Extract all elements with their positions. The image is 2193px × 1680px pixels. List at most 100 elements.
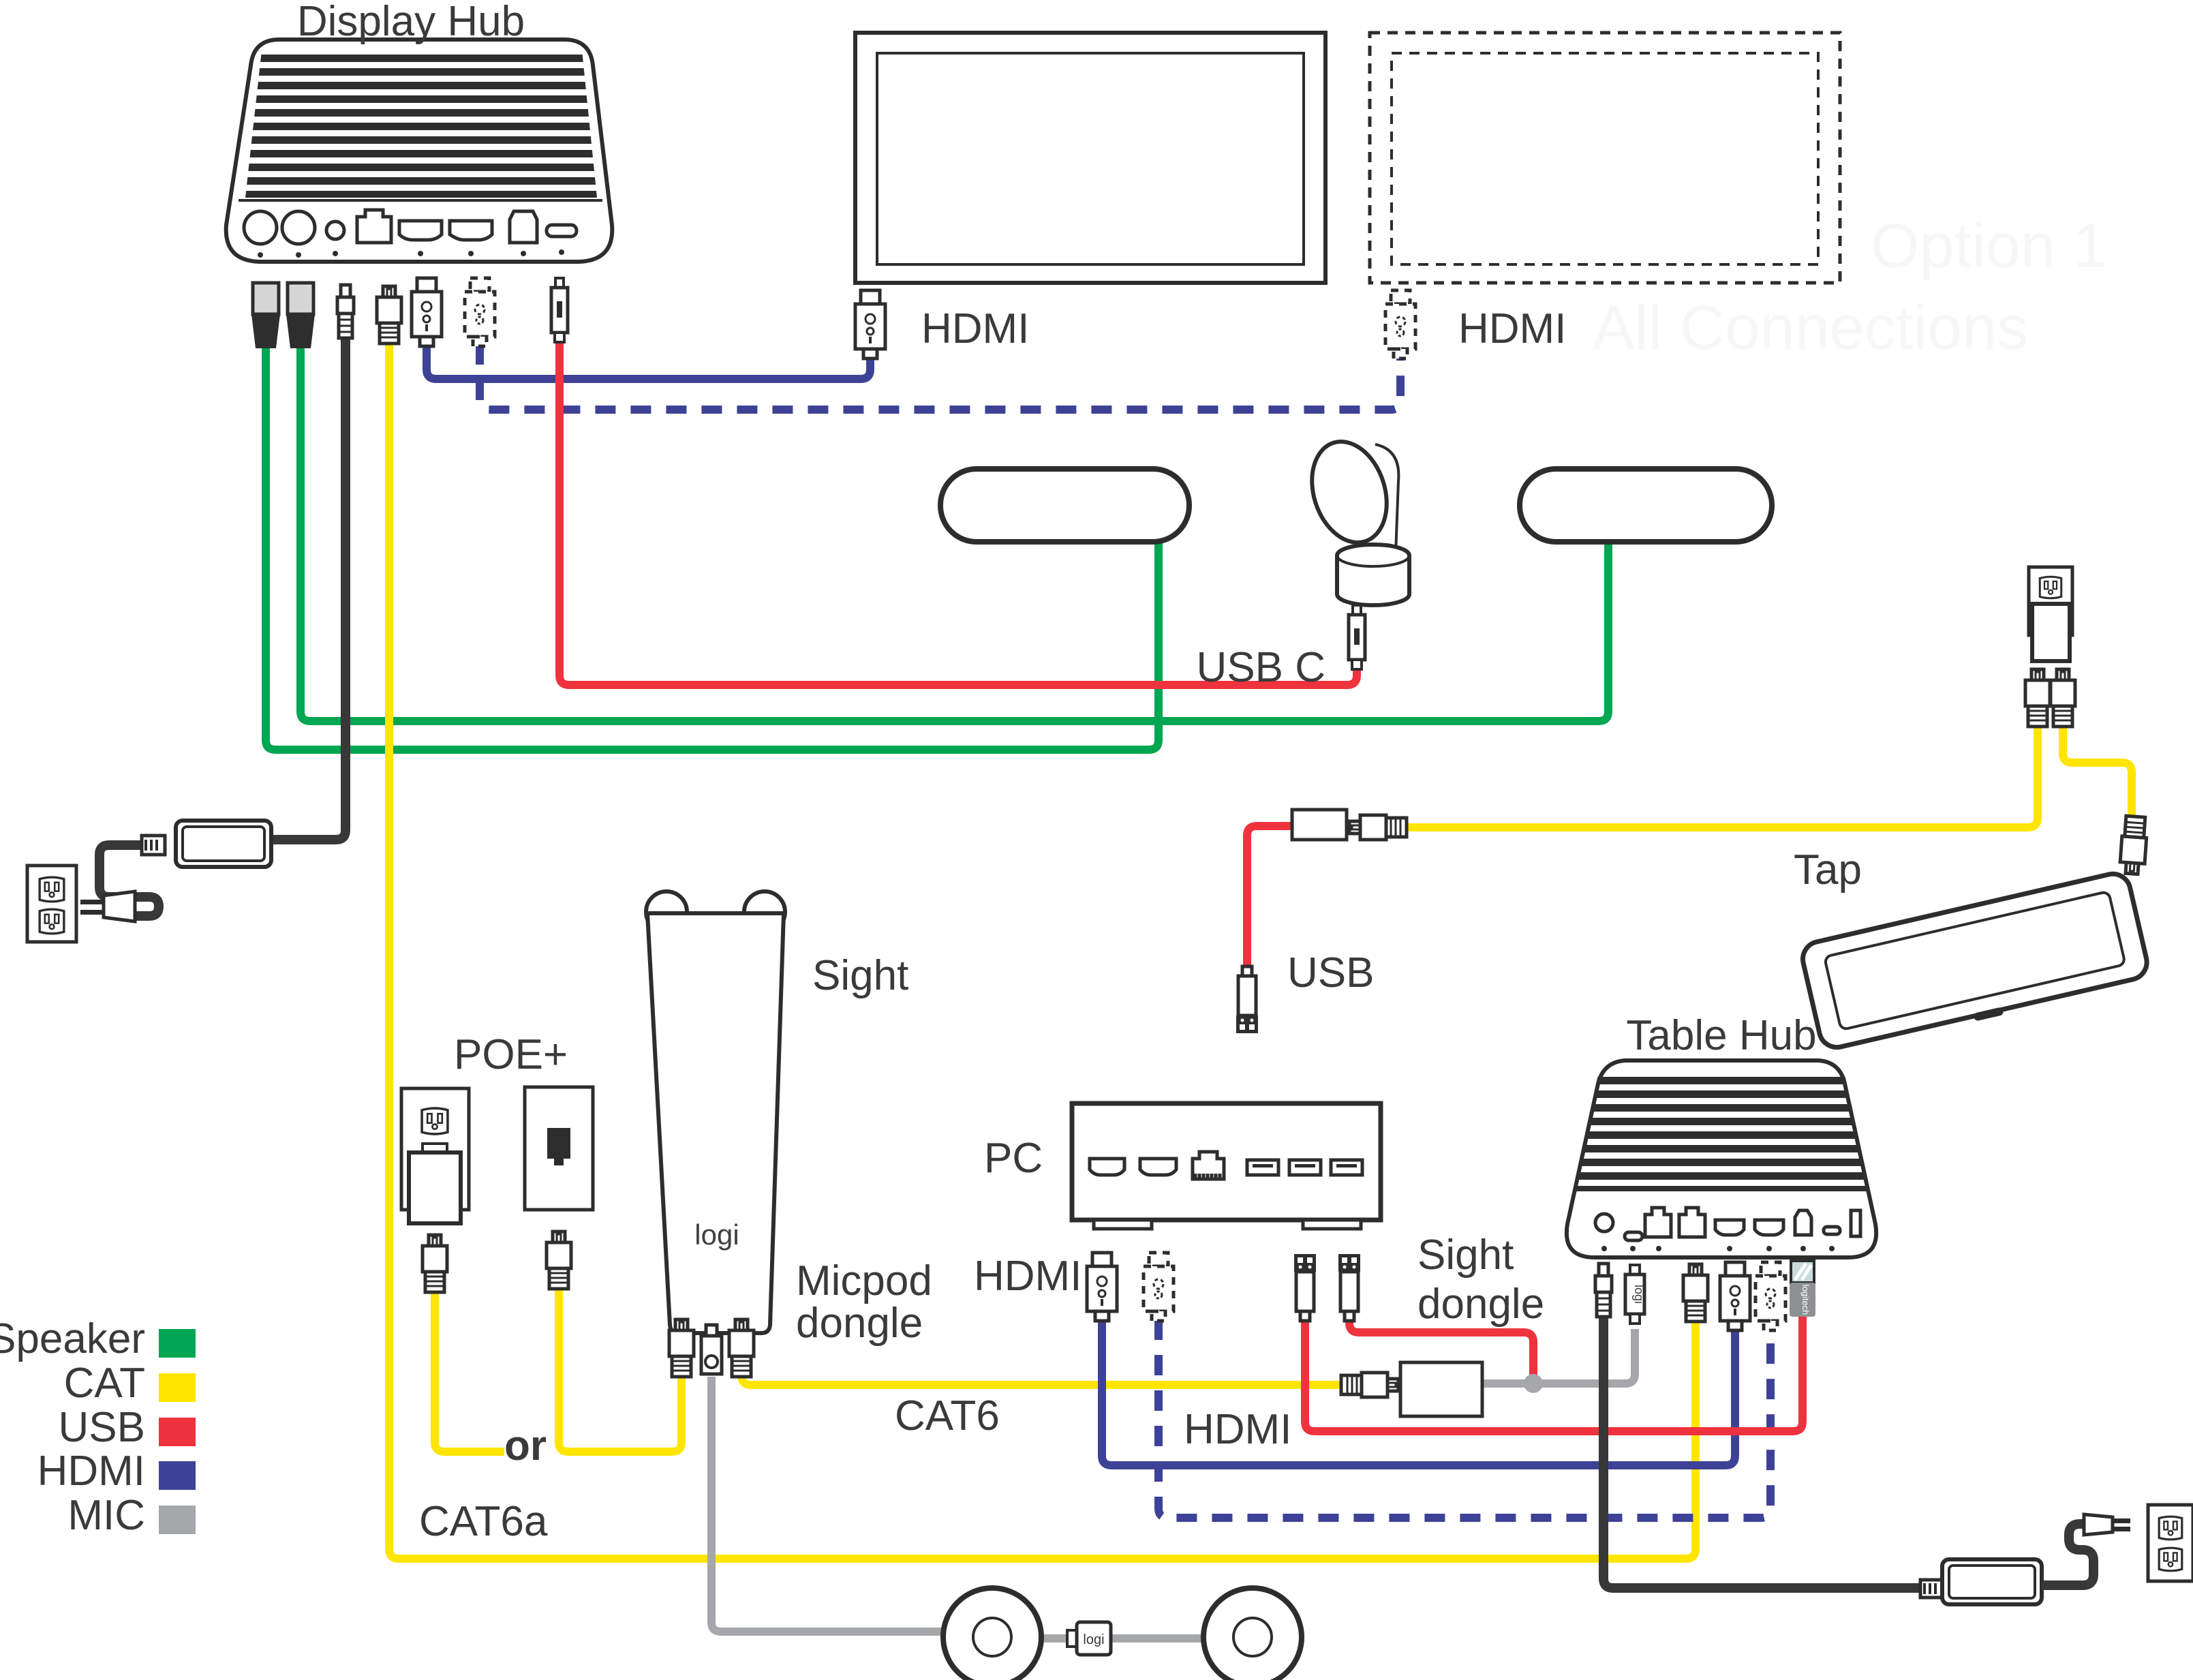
rj45-connector-into-tap <box>2119 816 2148 874</box>
tap-screen <box>1824 891 2126 1030</box>
hdmi-connector-pc-optional <box>1144 1253 1174 1321</box>
micpod-dongle-connector <box>701 1325 722 1374</box>
wall-jack-icon <box>547 1128 570 1165</box>
cable-cat-extender-injector <box>1405 725 2042 831</box>
label-sight: Sight <box>812 952 908 999</box>
usb-a-connector-tap <box>1236 966 1258 1033</box>
legend-swatch-usb <box>159 1418 196 1446</box>
speaker-right <box>1517 466 1775 545</box>
watermark-line2: All Connections <box>1593 293 2028 363</box>
power-connector <box>337 285 354 338</box>
ethernet-port-icon <box>355 208 393 245</box>
cable-usb-pc-receiver <box>1301 1315 1807 1435</box>
rj45-connector-tap-2 <box>2051 669 2075 727</box>
mic-pod-right <box>1201 1585 1304 1680</box>
display-hub-vents <box>245 50 597 198</box>
cable-usb-extender <box>1243 822 1292 968</box>
legend-swatch-mic <box>159 1506 196 1534</box>
outlet-box <box>25 864 78 944</box>
display-hub-panel-line <box>239 199 602 202</box>
cable-micpod <box>707 1377 949 1636</box>
rj45-connector-injector <box>423 1235 447 1292</box>
power-supply-tablehub <box>1918 1503 2193 1606</box>
dc-inlet <box>1918 1578 1946 1600</box>
ac-inlet <box>140 834 167 857</box>
label-micpod-1: Micpod <box>796 1257 932 1304</box>
label-micpod-2: dongle <box>796 1300 923 1347</box>
th-power-port-icon <box>1593 1212 1615 1234</box>
pc-ethernet-port-icon <box>1191 1150 1226 1181</box>
tap-device <box>1800 871 2149 1050</box>
th-hdmi-port-1-icon <box>1713 1218 1746 1237</box>
pod-link-logi: logi <box>1083 1632 1104 1647</box>
svg-text:logitech: logitech <box>1800 1285 1811 1315</box>
hdmi-connector-tablehub <box>1720 1262 1750 1330</box>
logitech-receiver: logitech <box>1790 1259 1815 1317</box>
cable-power-display-hub <box>273 334 350 844</box>
label-sight-dongle-1: Sight <box>1417 1232 1514 1279</box>
pc-usb-port-2-icon <box>1287 1158 1323 1177</box>
poe-injector <box>407 1150 463 1225</box>
legend-row-speaker: Speaker <box>0 1315 196 1362</box>
hdmi-connector-tablehub-optional <box>1755 1262 1785 1330</box>
legend-label-cat: CAT <box>64 1360 145 1407</box>
display-hub <box>224 37 615 348</box>
cable-power-tablehub <box>1599 1314 1919 1593</box>
speaker-connector-1 <box>251 283 280 348</box>
pc-ports <box>1088 1150 1364 1181</box>
label-hdmi-pc: HDMI <box>974 1253 1082 1300</box>
label-tap: Tap <box>1794 846 1862 894</box>
tap-chain: USB Tap <box>1236 565 2151 1050</box>
cable-mic-dongle-tablehub <box>1482 1329 1639 1388</box>
cable-poe-injector <box>431 1291 504 1456</box>
usb-c-connector <box>551 278 568 342</box>
port-glyphs <box>258 249 564 258</box>
camera-base <box>1335 543 1411 607</box>
power-port-icon <box>324 219 346 241</box>
label-table-hub: Table Hub <box>1626 1012 1816 1059</box>
legend-row-usb: USB <box>59 1404 196 1451</box>
ptz-camera: USB C <box>1197 439 1411 691</box>
hdmi-connector-display1 <box>855 290 885 358</box>
legend-swatch-cat <box>159 1373 196 1402</box>
mic-pods: logi <box>940 1585 1304 1680</box>
ac-plug <box>102 889 137 923</box>
label-display-hub: Display Hub <box>297 0 525 45</box>
label-cat6: CAT6 <box>895 1392 1000 1439</box>
label-pc: PC <box>984 1135 1043 1182</box>
legend-row-cat: CAT <box>64 1360 196 1407</box>
hdmi-connector-display2 <box>1385 290 1415 358</box>
tap-notch <box>1974 1007 2004 1021</box>
usb-a-connector-pc-2 <box>1338 1254 1360 1321</box>
pc-foot-right <box>1301 1218 1363 1231</box>
label-cat6a: CAT6a <box>419 1498 548 1545</box>
th-port-glyphs <box>1601 1246 1835 1251</box>
sight-dongle-box <box>1398 1360 1484 1418</box>
hdmi-connector-pc <box>1087 1253 1117 1321</box>
mic-pod-left <box>940 1585 1044 1680</box>
pc-hdmi-port-2-icon <box>1138 1157 1178 1177</box>
usb-c-connector-camera <box>1349 605 1365 669</box>
legend-label-hdmi: HDMI <box>37 1448 145 1495</box>
cable-cat6-sight <box>737 1374 1340 1389</box>
rj45-connector-dongle <box>1341 1373 1398 1397</box>
power-connector-tablehub <box>1595 1264 1612 1317</box>
pc-foot-left <box>1092 1218 1154 1231</box>
th-usb-c-port-icon <box>1623 1230 1644 1242</box>
legend-row-mic: MIC <box>67 1492 196 1539</box>
sight-dongle: Sight dongle <box>1341 1232 1544 1418</box>
speaker-port-1-icon <box>242 209 279 246</box>
label-sight-dongle-2: dongle <box>1417 1281 1544 1328</box>
legend-label-speaker: Speaker <box>0 1315 145 1362</box>
hdmi-connector-optional <box>465 278 495 346</box>
speaker-left <box>938 466 1192 545</box>
cable-cat6a <box>385 343 1700 1563</box>
hdmi-port-2-icon <box>448 219 494 242</box>
ac-cord-2 <box>2042 1519 2098 1590</box>
table-hub-ports <box>1593 1206 1862 1251</box>
usb-c-logi-connector: logi <box>1623 1264 1646 1325</box>
th-hdmi-port-2-icon <box>1753 1218 1785 1237</box>
hdmi-port-1-icon <box>397 219 444 242</box>
label-usb-c: USB C <box>1197 644 1325 691</box>
display-hub-ports <box>242 208 579 258</box>
